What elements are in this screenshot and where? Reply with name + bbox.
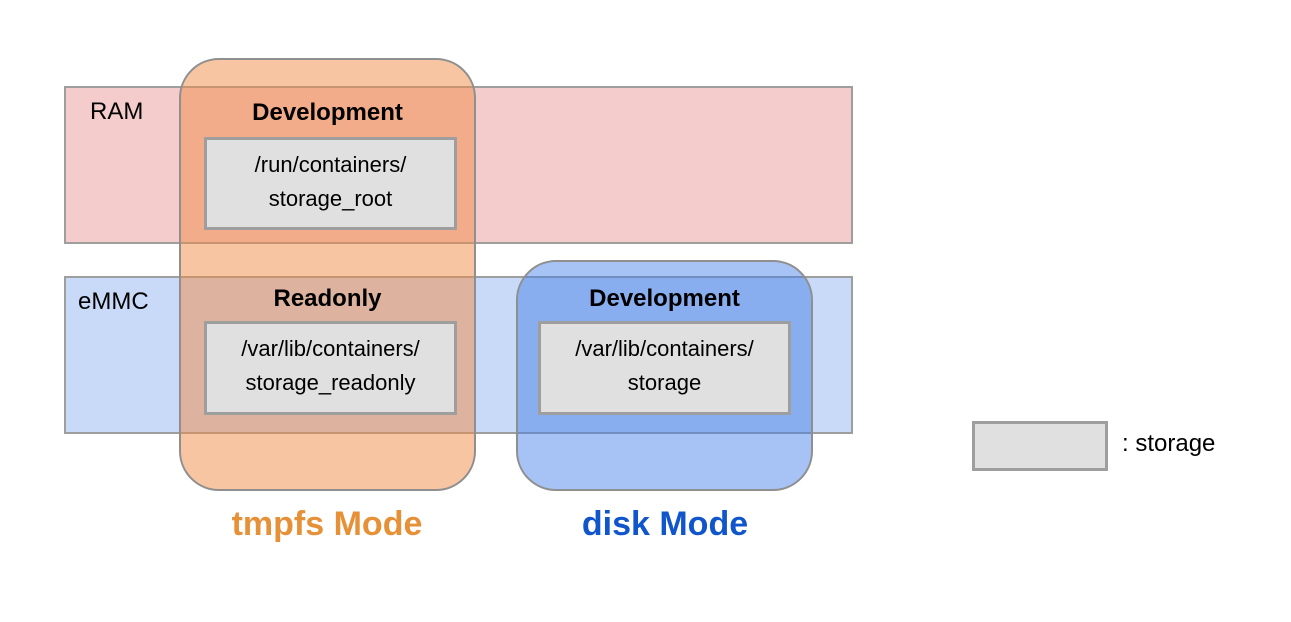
storage-box-readonly: /var/lib/containers/ storage_readonly (204, 321, 457, 415)
storage-path-line1: /var/lib/containers/ (241, 336, 420, 361)
storage-box-disk: /var/lib/containers/ storage (538, 321, 791, 415)
tmpfs-readonly-title: Readonly (273, 285, 382, 312)
tmpfs-mode-label: tmpfs Mode (231, 505, 423, 543)
storage-box-run-root: /run/containers/ storage_root (204, 137, 457, 230)
storage-path-line2: storage (627, 370, 702, 395)
emmc-label: eMMC (78, 288, 149, 315)
disk-mode-label: disk Mode (581, 505, 749, 543)
storage-path-line2: storage_readonly (245, 370, 416, 395)
storage-path-line1: /var/lib/containers/ (575, 336, 754, 361)
storage-path-line2: storage_root (268, 186, 393, 211)
legend-storage-text: : storage (1122, 430, 1216, 457)
tmpfs-mode-container (179, 58, 476, 491)
storage-path-line1: /run/containers/ (254, 152, 407, 177)
tmpfs-development-title: Development (252, 99, 403, 126)
legend-storage-swatch (972, 421, 1108, 471)
ram-label: RAM (90, 98, 144, 125)
disk-development-title: Development (589, 285, 740, 312)
